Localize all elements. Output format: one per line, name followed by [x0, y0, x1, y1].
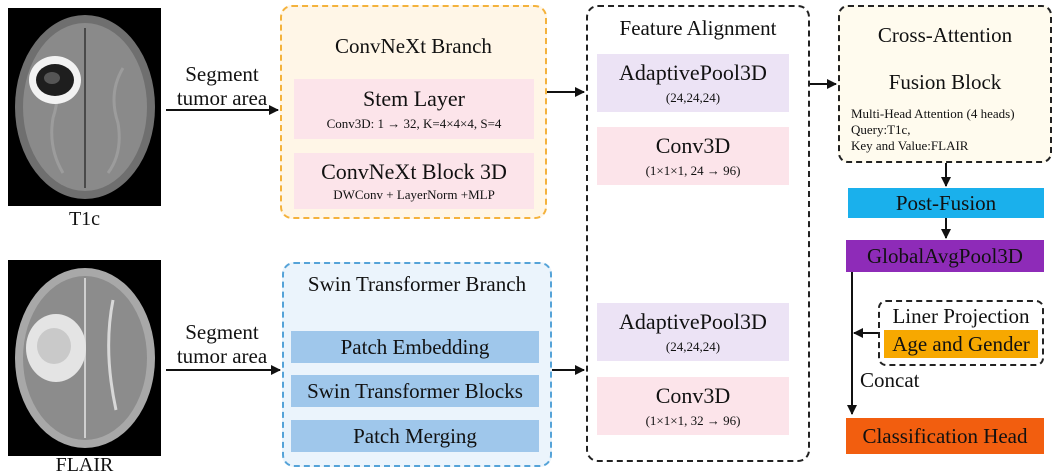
swin-blocks-label: Swin Transformer Blocks — [307, 378, 523, 403]
post-fusion-label: Post-Fusion — [895, 190, 997, 215]
cross-attention-fusion-block — [838, 5, 1052, 163]
adaptive-pool-bottom-title: AdaptivePool3D — [619, 309, 767, 334]
global-avg-pool-box: GlobalAvgPool3D — [846, 240, 1044, 272]
liner-projection-label: Liner Projection — [892, 304, 1030, 328]
adaptive-pool-top-detail: (24,24,24) — [665, 90, 721, 105]
adaptive-pool-bottom-detail: (24,24,24) — [665, 339, 721, 354]
post-fusion-box: Post-Fusion — [848, 188, 1044, 218]
segment-label-bottom: Segment tumor area — [176, 320, 268, 368]
fusion-detail-line3: Key and Value:FLAIR — [851, 138, 969, 153]
adaptive-pool-bottom-box: AdaptivePool3D (24,24,24) — [597, 303, 789, 361]
t1c-caption: T1c — [68, 208, 101, 230]
flair-mri-image — [8, 260, 161, 456]
feature-alignment-title: Feature Alignment — [619, 16, 777, 40]
swin-blocks-box: Swin Transformer Blocks — [291, 375, 539, 407]
adaptive-pool-top-box: AdaptivePool3D (24,24,24) — [597, 54, 789, 112]
fusion-detail-line1: Multi-Head Attention (4 heads) — [851, 106, 1015, 121]
fusion-title-line2: Fusion Block — [888, 70, 1002, 94]
conv3d-bottom-detail: (1×1×1, 32 → 96) — [645, 413, 741, 428]
convnext-block-detail: DWConv + LayerNorm +MLP — [333, 187, 495, 202]
swin-branch-title: Swin Transformer Branch — [307, 272, 527, 296]
patch-merging-box: Patch Merging — [291, 420, 539, 452]
t1c-mri-image — [8, 8, 161, 206]
classification-head-box: Classification Head — [846, 418, 1044, 454]
adaptive-pool-top-title: AdaptivePool3D — [619, 60, 767, 85]
fusion-title-line1: Cross-Attention — [877, 23, 1013, 47]
stem-layer-box: Stem Layer Conv3D: 1 → 32, K=4×4×4, S=4 — [294, 79, 534, 139]
segment-label-top: Segment tumor area — [176, 62, 268, 110]
patch-merging-label: Patch Merging — [353, 423, 477, 448]
patch-embedding-label: Patch Embedding — [340, 334, 490, 359]
stem-layer-title: Stem Layer — [362, 86, 466, 111]
flair-caption: FLAIR — [55, 454, 114, 476]
conv3d-top-box: Conv3D (1×1×1, 24 → 96) — [597, 127, 789, 185]
age-gender-box: Age and Gender — [884, 330, 1038, 358]
stem-layer-detail: Conv3D: 1 → 32, K=4×4×4, S=4 — [326, 116, 502, 131]
convnext-block-box: ConvNeXt Block 3D DWConv + LayerNorm +ML… — [294, 153, 534, 209]
conv3d-bottom-title: Conv3D — [655, 383, 731, 408]
convnext-branch-title: ConvNeXt Branch — [335, 34, 492, 58]
age-gender-label: Age and Gender — [892, 331, 1030, 356]
global-avg-pool-label: GlobalAvgPool3D — [867, 243, 1023, 268]
conv3d-top-detail: (1×1×1, 24 → 96) — [645, 163, 741, 178]
classification-head-label: Classification Head — [862, 423, 1028, 448]
conv3d-bottom-box: Conv3D (1×1×1, 32 → 96) — [597, 377, 789, 435]
conv3d-top-title: Conv3D — [655, 133, 731, 158]
fusion-detail-line2: Query:T1c, — [851, 122, 911, 137]
concat-label: Concat — [860, 368, 920, 392]
patch-embedding-box: Patch Embedding — [291, 331, 539, 363]
convnext-block-title: ConvNeXt Block 3D — [321, 159, 507, 184]
